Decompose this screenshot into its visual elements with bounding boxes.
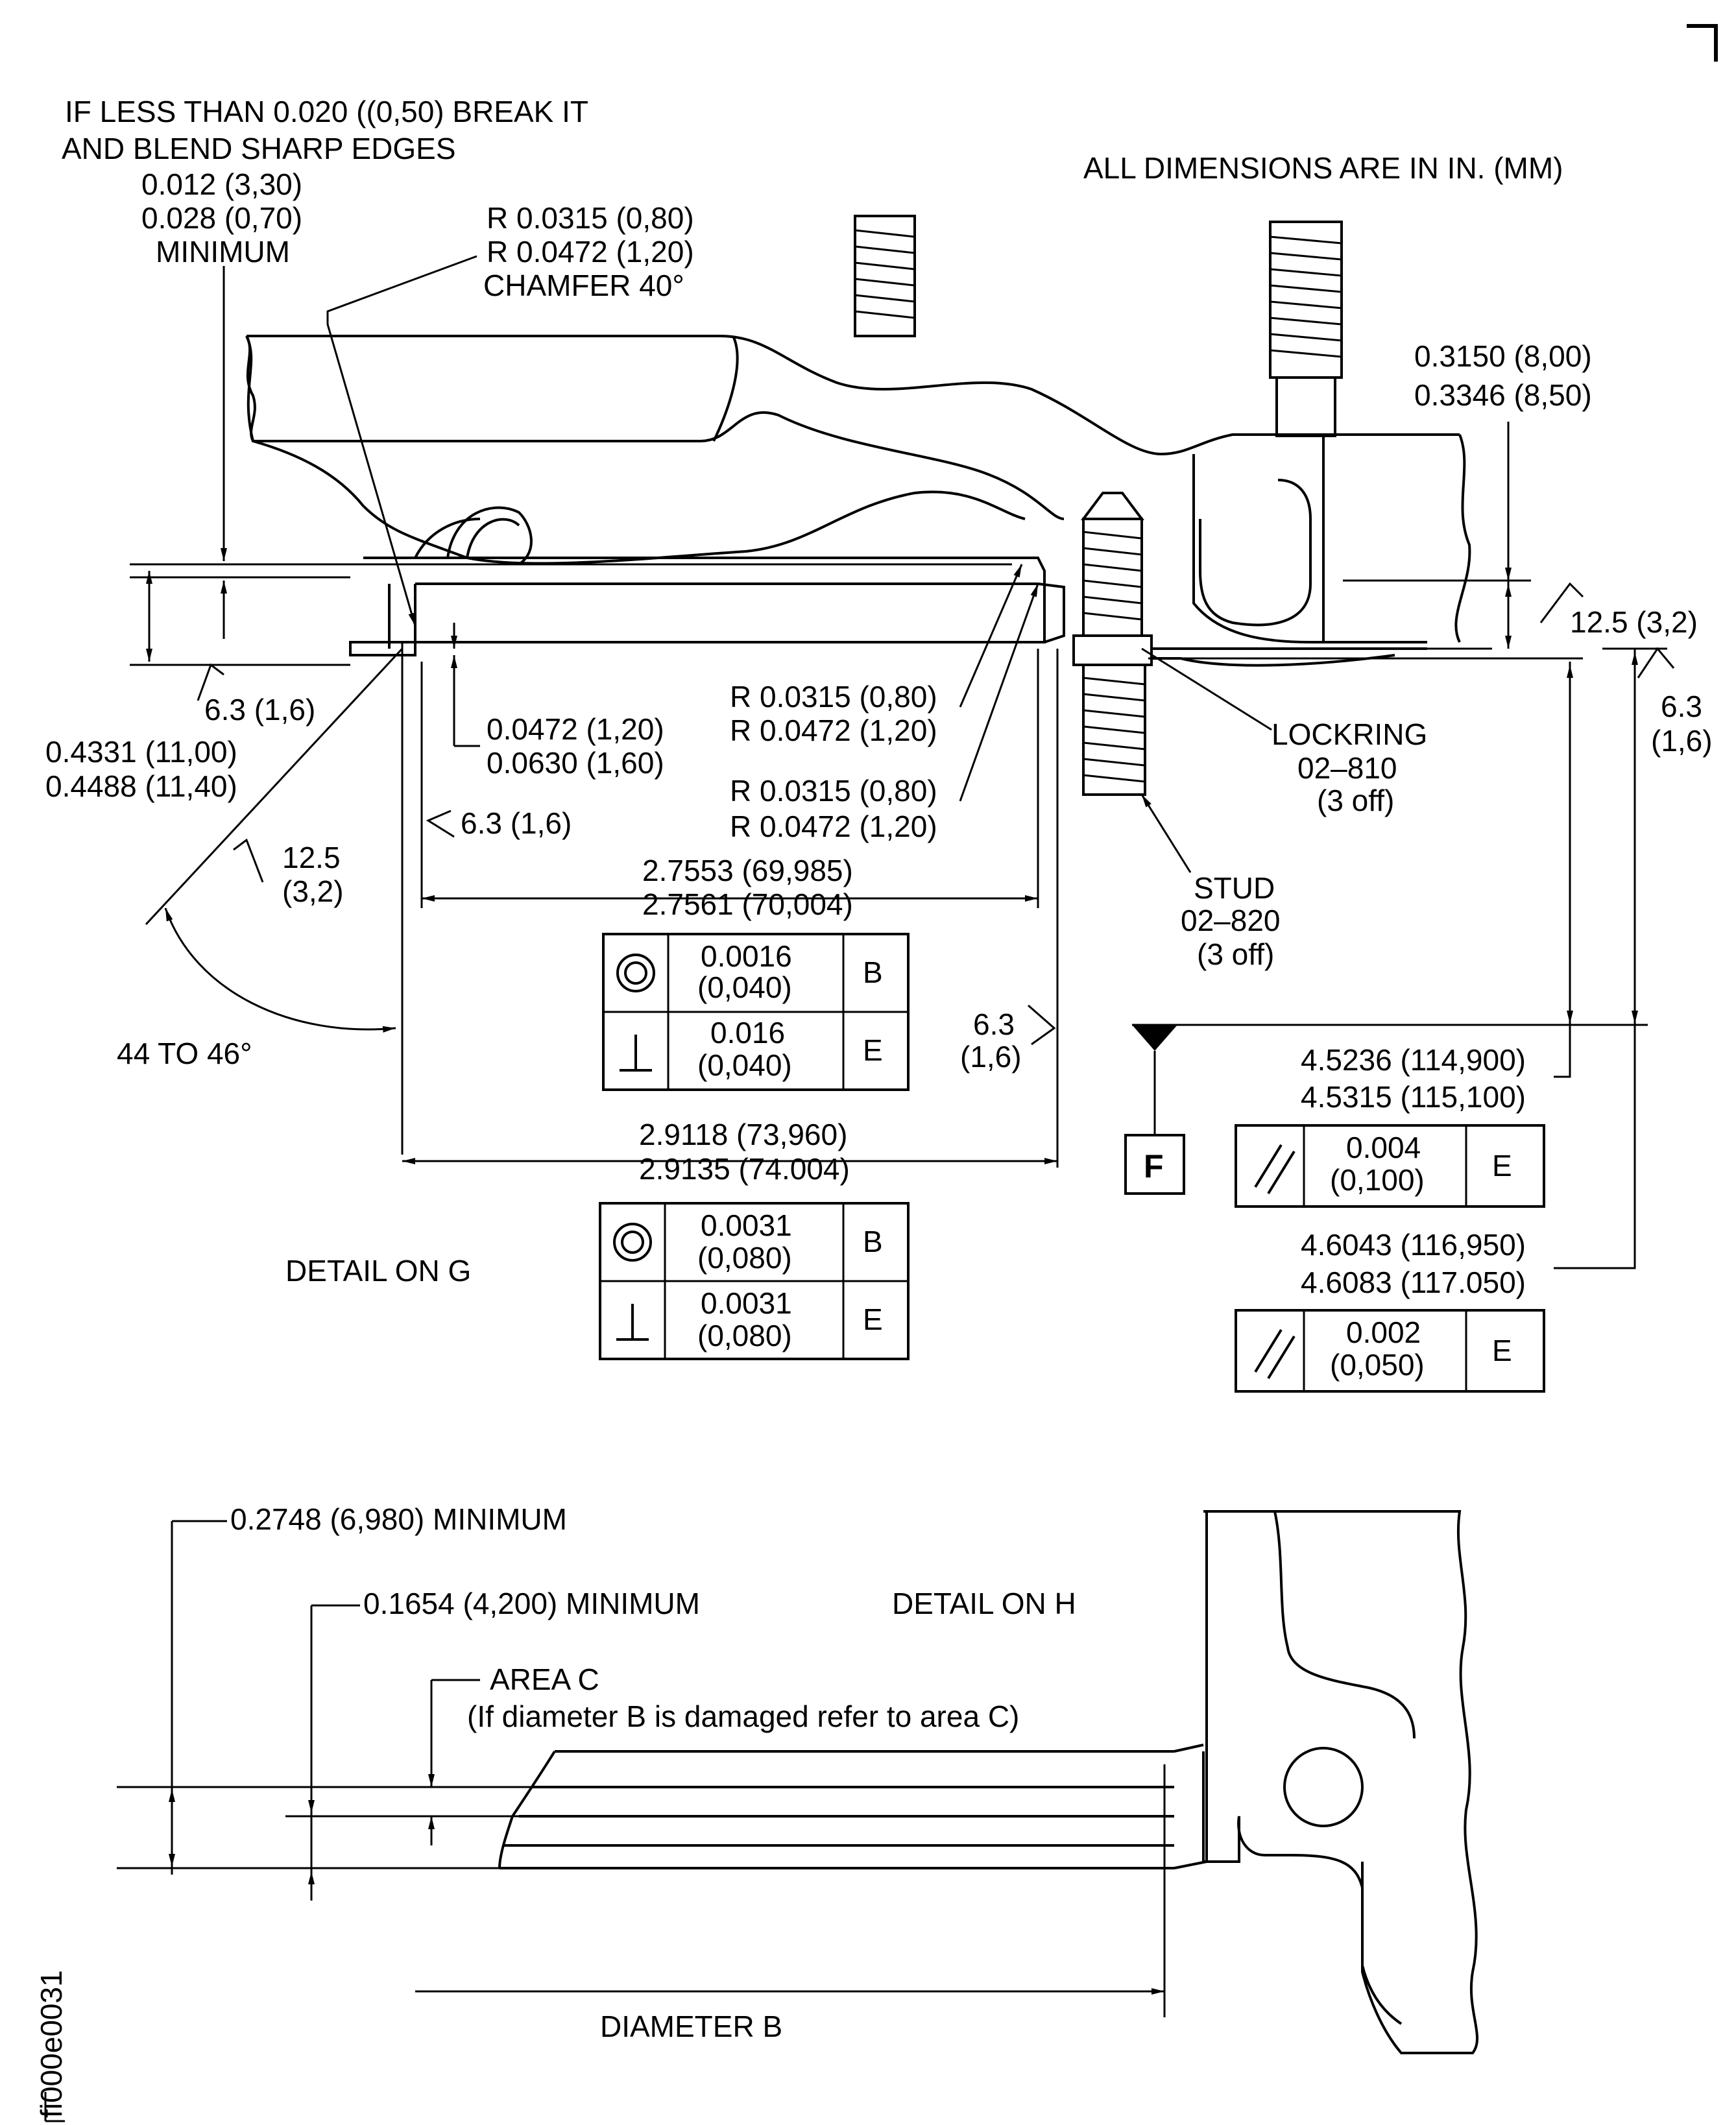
area-c-label: AREA C (490, 1663, 599, 1696)
parallelism-icon (1254, 1328, 1296, 1380)
fcf-inner-row2-value-a: 0.016 (710, 1016, 785, 1050)
detail-g-title: DETAIL ON G (285, 1254, 471, 1288)
concentricity-icon (616, 954, 655, 992)
finish-63-right-b: (1,6) (1651, 724, 1713, 758)
finish-63-mid-a: 6.3 (973, 1007, 1015, 1041)
finish-63-right-a: 6.3 (1661, 690, 1702, 723)
radius-note-a: R 0.0315 (0,80) (487, 201, 694, 235)
lockring-label: LOCKRING (1272, 717, 1427, 751)
figure-id: fi000e0031 (34, 1970, 68, 2118)
fcf-par2-value-b: (0,050) (1330, 1348, 1425, 1382)
break-note-line1: IF LESS THAN 0.020 ((0,50) BREAK IT (65, 95, 588, 128)
fcf-parallel-2: 0.002 (0,050) E (1235, 1309, 1545, 1393)
finish-63-bore: 6.3 (1,6) (461, 806, 572, 840)
outer-dia-a: 2.9118 (73,960) (639, 1118, 847, 1151)
fcf-outer-row1-value-a: 0.0031 (701, 1208, 792, 1242)
radius2-b: R 0.0472 (1,20) (730, 810, 937, 843)
perpendicularity-icon (616, 1304, 649, 1341)
perpendicularity-icon (620, 1035, 652, 1072)
step-dim-b: 0.3346 (8,50) (1414, 378, 1592, 412)
finish-125-right: 12.5 (3,2) (1570, 605, 1698, 639)
groove-dim-b: 0.0630 (1,60) (487, 746, 664, 780)
outer-dia-b: 2.9135 (74.004) (639, 1152, 850, 1186)
fcf-par1-datum: E (1492, 1149, 1512, 1183)
inner-dia-b: 2.7561 (70,004) (642, 887, 853, 921)
height-dim-a: 0.4331 (11,00) (45, 735, 237, 769)
detail-g-housing (245, 215, 1471, 796)
radius-note-b: R 0.0472 (1,20) (487, 235, 694, 269)
lockring-part: 02–810 (1297, 751, 1397, 785)
groove-dim-a: 0.0472 (1,20) (487, 712, 664, 746)
parallelism-icon (1254, 1144, 1296, 1195)
fcf-inner-row2-value-b: (0,040) (697, 1048, 792, 1082)
angle-label: 44 TO 46° (117, 1037, 252, 1070)
fcf-outer-row2-value-a: 0.0031 (701, 1286, 792, 1320)
min-dim-label: MINIMUM (156, 235, 290, 269)
fcf-outer-row1-datum: B (863, 1225, 883, 1258)
fcf-inner-row2-datum: E (863, 1033, 883, 1067)
break-note-line2: AND BLEND SHARP EDGES (62, 132, 456, 165)
h-min-outer: 0.2748 (6,980) MINIMUM (230, 1502, 567, 1536)
concentricity-icon (613, 1223, 652, 1262)
fcf-parallel-1: 0.004 (0,100) E (1235, 1124, 1545, 1208)
radius2-a: R 0.0315 (0,80) (730, 774, 937, 808)
finish-63-mid-b: (1,6) (960, 1040, 1022, 1074)
length2-a: 4.6043 (116,950) (1301, 1228, 1526, 1262)
finish-63-left: 6.3 (1,6) (204, 693, 315, 726)
min-dim-a: 0.012 (3,30) (141, 167, 302, 201)
fcf-inner-row1-value-b: (0,040) (697, 970, 792, 1004)
fcf-inner-row1-datum: B (863, 955, 883, 989)
stud-label: STUD (1194, 871, 1275, 905)
length1-b: 4.5315 (115,100) (1301, 1080, 1526, 1114)
fcf-par1-value-a: 0.004 (1346, 1131, 1421, 1164)
fcf-inner: 0.0016 (0,040) B 0.016 (0,040) E (602, 933, 910, 1091)
height-dim-b: 0.4488 (11,40) (45, 769, 237, 803)
step-dim-a: 0.3150 (8,00) (1414, 339, 1592, 373)
fcf-outer: 0.0031 (0,080) B 0.0031 (0,080) E (599, 1202, 910, 1360)
fcf-par2-value-a: 0.002 (1346, 1315, 1421, 1349)
fcf-outer-row2-datum: E (863, 1303, 883, 1336)
detail-h-title: DETAIL ON H (892, 1587, 1076, 1620)
radius1-b: R 0.0472 (1,20) (730, 714, 937, 747)
fcf-inner-row1-value-a: 0.0016 (701, 939, 792, 973)
fcf-outer-row1-value-b: (0,080) (697, 1241, 792, 1275)
stud-qty: (3 off) (1197, 937, 1274, 971)
length1-a: 4.5236 (114,900) (1301, 1043, 1526, 1077)
datum-f: F (1144, 1148, 1164, 1184)
area-c-note: (If diameter B is damaged refer to area … (467, 1699, 1019, 1733)
diameter-b-label: DIAMETER B (600, 2010, 782, 2043)
units-note: ALL DIMENSIONS ARE IN IN. (MM) (1083, 151, 1563, 185)
chamfer-note: CHAMFER 40° (483, 269, 684, 302)
stud-part: 02–820 (1181, 904, 1281, 937)
lockring-qty: (3 off) (1317, 784, 1394, 817)
corner-mark (1687, 24, 1718, 62)
fcf-par2-datum: E (1492, 1334, 1512, 1367)
fcf-outer-row2-value-b: (0,080) (697, 1319, 792, 1352)
finish-125-chamfer-b: (3,2) (282, 874, 344, 908)
inner-dia-a: 2.7553 (69,985) (642, 854, 853, 887)
finish-125-chamfer-a: 12.5 (282, 841, 341, 874)
length2-b: 4.6083 (117.050) (1301, 1266, 1526, 1299)
min-dim-b: 0.028 (0,70) (141, 201, 302, 235)
radius1-a: R 0.0315 (0,80) (730, 680, 937, 714)
fcf-par1-value-b: (0,100) (1330, 1163, 1425, 1197)
h-min-inner: 0.1654 (4,200) MINIMUM (363, 1587, 700, 1620)
